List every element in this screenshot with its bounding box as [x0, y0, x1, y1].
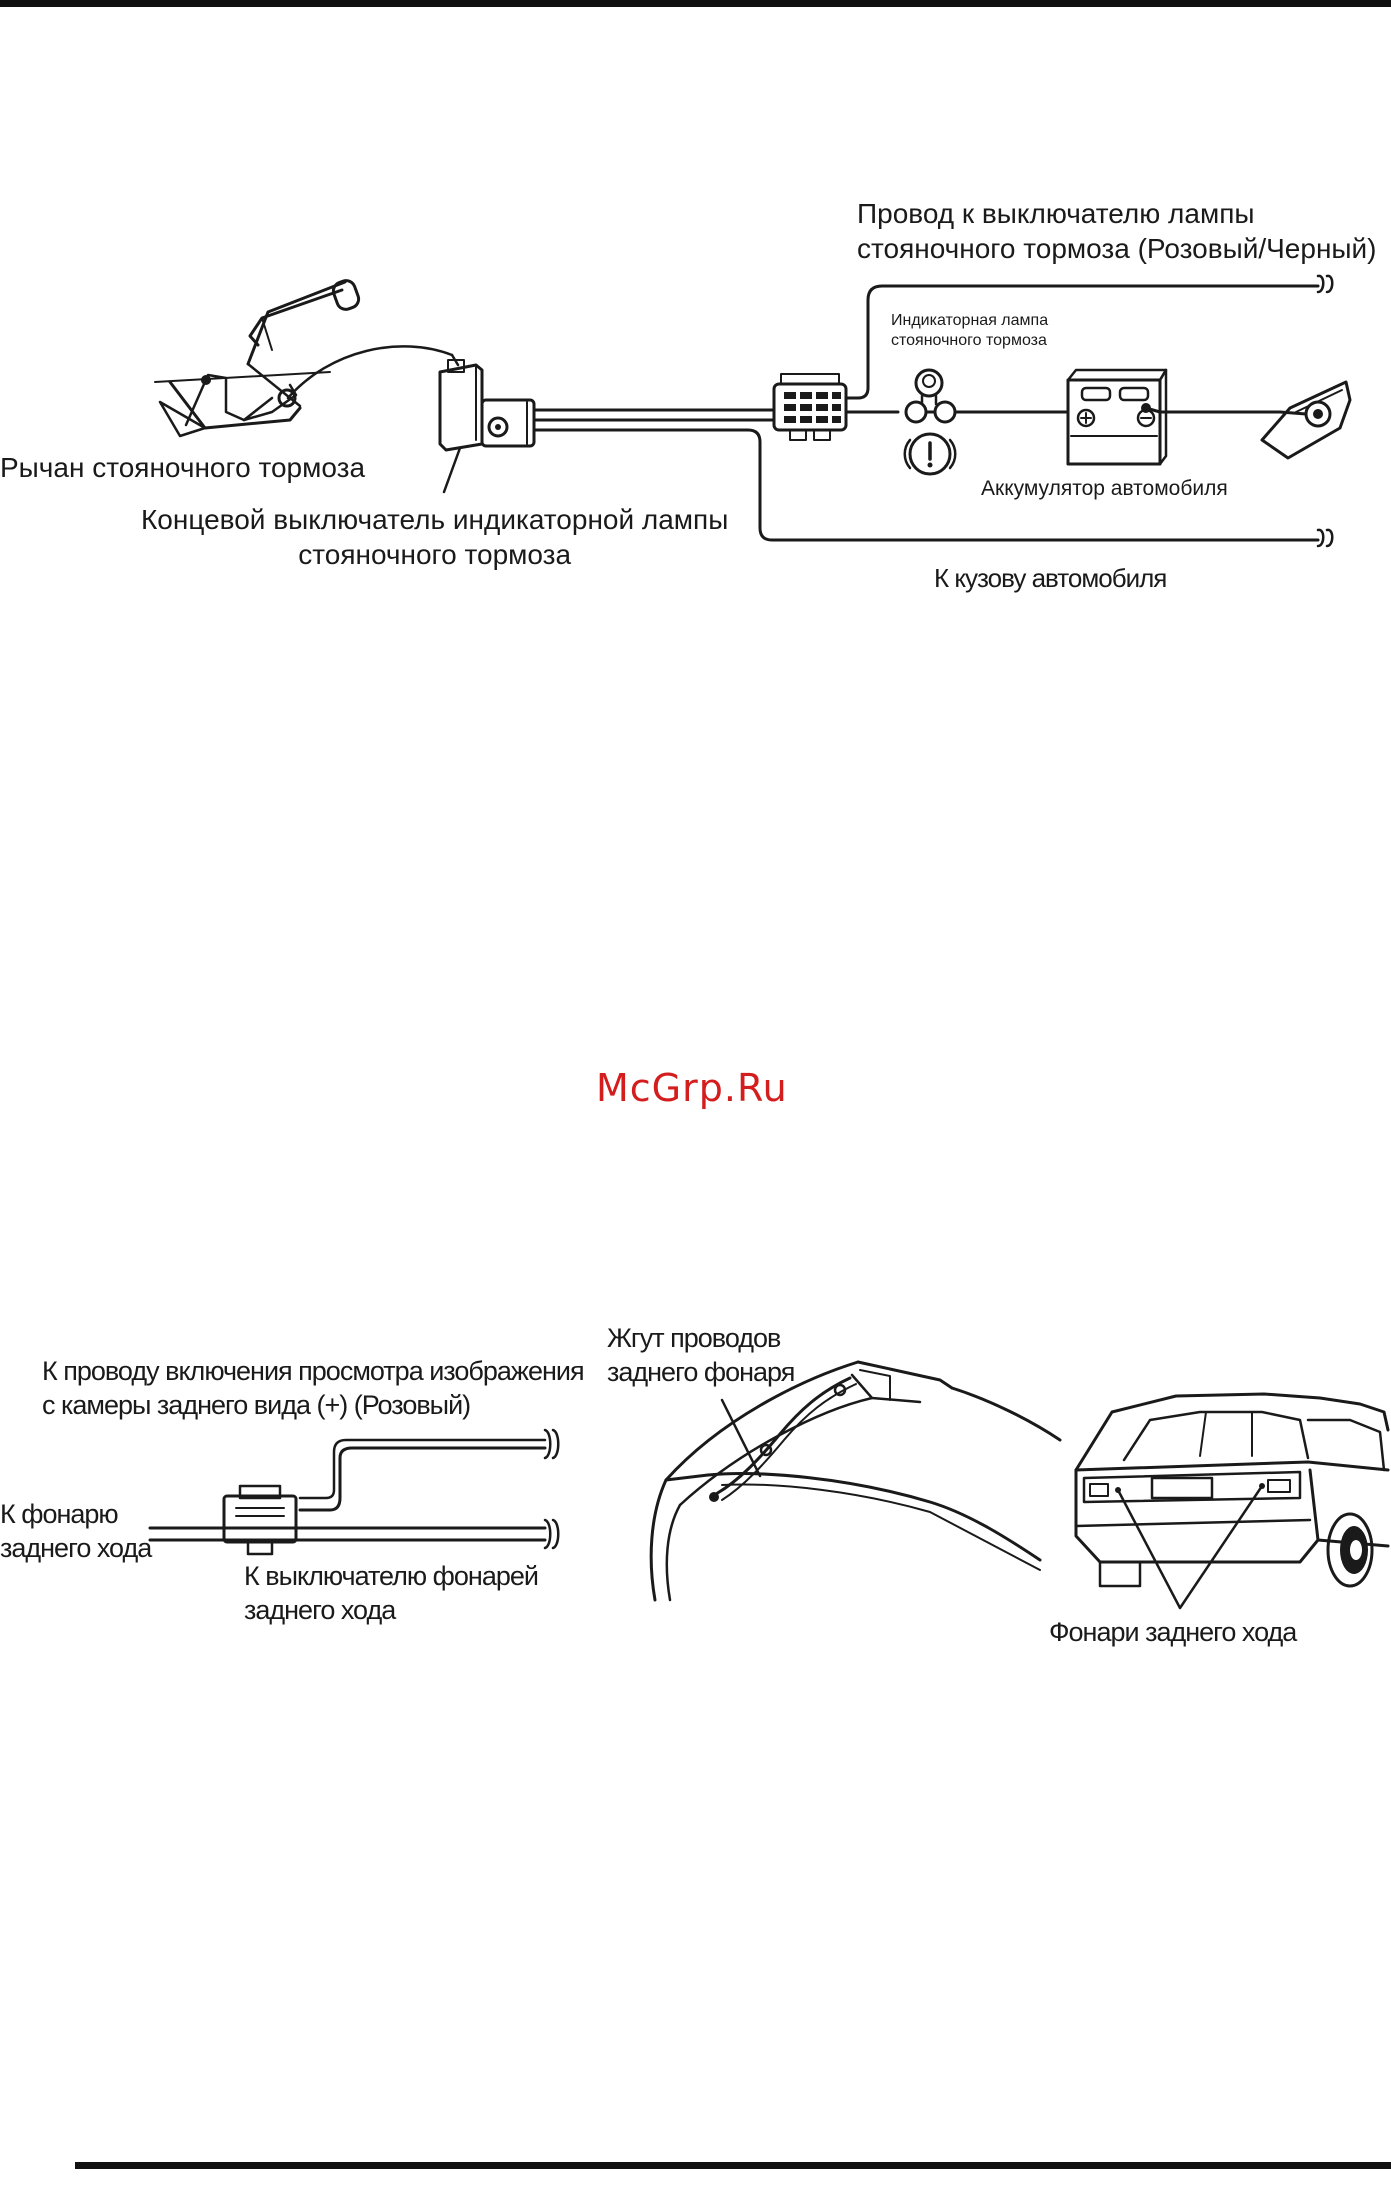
wire-to-switch-line-1: Провод к выключателю лампы — [857, 198, 1255, 229]
battery-illustration — [1066, 368, 1282, 466]
trunk-harness-illustration — [649, 1360, 1062, 1602]
to-lamp-label: К фонарю заднего хода — [0, 1498, 152, 1566]
battery-label: Аккумулятор автомобиля — [981, 477, 1228, 500]
wire-to-switch-label: Провод к выключателю лампы стояночного т… — [857, 196, 1377, 266]
car-rear-illustration — [1074, 1392, 1390, 1610]
indicator-lamp-line-1: Индикаторная лампа — [891, 312, 1049, 329]
reverse-lamp-wiring-diagram — [148, 1360, 1390, 1610]
to-lamp-line-2: заднего хода — [0, 1532, 152, 1563]
indicator-lamp-circuit — [844, 368, 1070, 476]
to-lamp-line-1: К фонарю — [0, 1499, 119, 1529]
wire-to-brake-switch — [844, 274, 1334, 400]
indicator-lamp-label: Индикаторная лампа стояночного тормоза — [891, 311, 1048, 351]
watermark-text: McGrp.Ru — [596, 1066, 788, 1110]
camera-wire-line-2: с камеры заднего вида (+) (Розовый) — [42, 1389, 471, 1420]
limit-switch-label: Концевой выключатель индикаторной лампы … — [141, 502, 728, 572]
limit-switch-line-1: Концевой выключатель индикаторной лампы — [141, 504, 729, 535]
camera-wire-line-1: К проводу включения просмотра изображени… — [42, 1356, 585, 1386]
to-switch-line-1: К выключателю фонарей — [244, 1561, 539, 1591]
switch-harness — [532, 408, 1334, 548]
limit-switch-line-2: стояночного тормоза — [298, 539, 572, 570]
top-rule — [0, 0, 1391, 7]
lever-label: Рычан стояночного тормоза — [0, 452, 366, 483]
limit-switch-illustration — [438, 359, 536, 494]
ground-bracket-illustration — [1260, 380, 1352, 460]
parking-brake-wiring-diagram — [154, 274, 1352, 548]
harness-label: Жгут проводов заднего фонаря — [607, 1322, 795, 1390]
reverse-wire-tap — [148, 1428, 560, 1556]
bottom-rule — [75, 2162, 1391, 2169]
to-body-label: К кузову автомобиля — [934, 563, 1167, 593]
harness-line-1: Жгут проводов — [607, 1323, 781, 1353]
handbrake-lever-illustration — [154, 279, 460, 438]
reverse-lights-label: Фонари заднего хода — [1049, 1617, 1297, 1647]
connector-illustration — [772, 373, 848, 441]
wire-to-switch-line-2: стояночного тормоза (Розовый/Черный) — [857, 233, 1377, 264]
to-switch-label: К выключателю фонарей заднего хода — [244, 1560, 539, 1628]
harness-line-2: заднего фонаря — [607, 1356, 795, 1387]
camera-wire-label: К проводу включения просмотра изображени… — [42, 1355, 585, 1423]
indicator-lamp-line-2: стояночного тормоза — [891, 332, 1047, 349]
to-switch-line-2: заднего хода — [244, 1594, 396, 1625]
